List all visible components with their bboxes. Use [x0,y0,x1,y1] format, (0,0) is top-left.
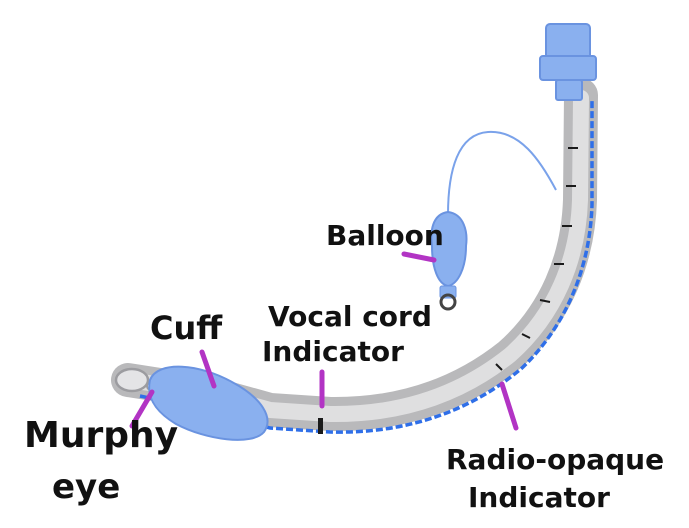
pointer-balloon [401,251,437,263]
pointer-radio [499,381,519,431]
pilot-balloon [430,210,468,311]
label-murphy: Murphy [24,415,179,456]
pilot-line [447,130,557,216]
depth-marker [539,299,551,303]
label-radio-opaque-indicator: Indicator [468,481,610,514]
label-vocal-cord-indicator: Indicator [262,335,404,368]
depth-marker [521,333,531,339]
cuff [148,365,269,441]
label-vocal-cord: Vocal cord [268,300,432,333]
depth-markers [495,147,578,371]
label-murphy-eye: eye [52,467,121,507]
label-cuff: Cuff [150,309,223,347]
label-radio-opaque: Radio-opaque [446,443,665,476]
tube-tip [114,367,162,393]
tube-connector [539,23,597,101]
vocal-cord-indicator-mark [318,418,323,434]
pointer-murphy [129,389,155,429]
label-balloon: Balloon [326,219,444,252]
tube-lumen [122,90,589,423]
depth-marker [495,363,503,371]
pointer-lines [129,251,519,431]
radiopaque-line [139,100,594,434]
pointer-cuff [199,349,217,389]
